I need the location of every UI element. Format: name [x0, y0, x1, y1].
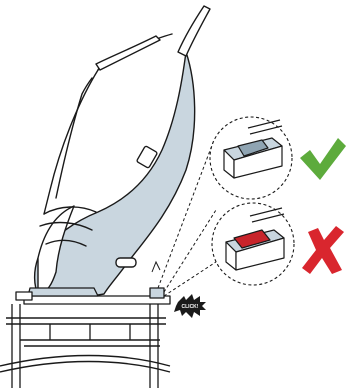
- handle-slot: [116, 258, 136, 267]
- rear-tube: [178, 6, 210, 56]
- harness-strap: [56, 78, 92, 198]
- top-bar: [96, 36, 160, 70]
- mount-and-rack: [0, 288, 170, 388]
- clamp-knob: [16, 292, 32, 300]
- check-icon: [300, 138, 346, 180]
- base-plate: [24, 296, 170, 304]
- rack-top-rail: [6, 318, 166, 324]
- cross-icon: [302, 226, 344, 274]
- motion-arrow: [152, 262, 160, 272]
- wheel-arc: [0, 356, 170, 373]
- seat-back-shell: [35, 52, 195, 296]
- base-latch: [150, 288, 164, 298]
- click-label: CLICK!: [182, 304, 199, 310]
- rack-lower-rail: [20, 340, 160, 346]
- backrest-edge: [44, 70, 98, 214]
- detail-correct: [210, 117, 292, 199]
- detail-incorrect: [212, 203, 294, 285]
- click-burst: CLICK!: [174, 294, 206, 318]
- callout-line-low: [164, 258, 222, 296]
- child-seat: [35, 6, 210, 296]
- base-bracket: [28, 288, 98, 296]
